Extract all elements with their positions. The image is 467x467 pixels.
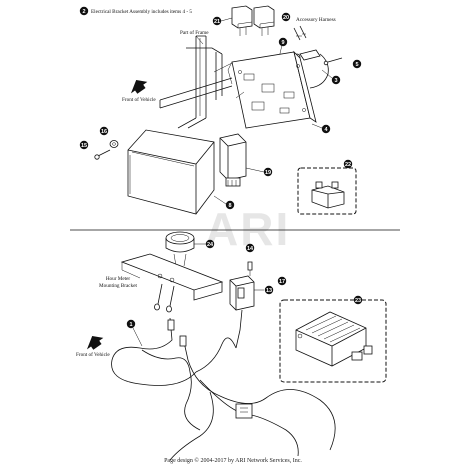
front-of-vehicle-label-top: Front of Vehicle <box>122 96 156 103</box>
callout-20[interactable]: 20 <box>281 12 291 22</box>
svg-text:19: 19 <box>265 170 271 176</box>
callout-16[interactable]: 16 <box>99 126 109 136</box>
svg-text:24: 24 <box>207 242 214 248</box>
inset-23 <box>279 299 387 383</box>
fuse-14 <box>247 261 253 276</box>
svg-text:2: 2 <box>82 9 85 15</box>
washer-16 <box>109 140 119 148</box>
controller-19 <box>219 133 247 187</box>
svg-text:3: 3 <box>334 78 337 84</box>
header-note: 2 Electrical Bracket Assembly includes i… <box>79 6 192 16</box>
svg-text:8: 8 <box>228 203 231 209</box>
front-of-vehicle-arrow-bottom: Front of Vehicle <box>76 335 110 358</box>
relay-pair <box>231 5 275 36</box>
accessory-harness-label: Accessory Harness <box>296 17 336 23</box>
callout-5[interactable]: 5 <box>352 59 362 69</box>
header-note-text: Electrical Bracket Assembly includes ite… <box>91 9 192 15</box>
svg-text:16: 16 <box>101 129 107 135</box>
callout-4[interactable]: 4 <box>311 123 331 134</box>
callout-15[interactable]: 15 <box>79 140 89 150</box>
copyright-footer: Page design © 2004-2017 by ARI Network S… <box>164 457 302 464</box>
inset-22 <box>297 167 357 215</box>
callout-1[interactable]: 1 <box>126 319 143 347</box>
callout-19[interactable]: 19 <box>245 167 273 177</box>
callout-22[interactable]: 22 <box>343 159 353 169</box>
hour-meter-leads <box>154 283 175 313</box>
hour-meter-bracket <box>120 253 224 301</box>
part-of-frame-label: Part of Frame <box>180 29 209 36</box>
callout-23[interactable]: 23 <box>353 295 363 305</box>
electrical-bracket <box>227 50 317 129</box>
callout-8[interactable]: 8 <box>213 195 235 210</box>
callout-24[interactable]: 24 <box>194 239 215 249</box>
front-of-vehicle-arrow-top: Front of Vehicle <box>122 79 156 103</box>
hour-meter-bracket-label-1: Hour Meter <box>106 276 131 282</box>
svg-text:22: 22 <box>345 162 351 168</box>
hour-meter-bracket-label-2: Mounting Bracket <box>99 283 137 289</box>
svg-text:14: 14 <box>247 246 254 252</box>
front-of-vehicle-label-bottom: Front of Vehicle <box>76 351 110 358</box>
hour-meter <box>165 231 195 267</box>
svg-text:17: 17 <box>279 279 285 285</box>
svg-text:9: 9 <box>281 40 284 46</box>
control-module-8 <box>127 129 215 215</box>
callout-13[interactable]: 13 <box>254 285 274 295</box>
svg-text:20: 20 <box>283 15 289 21</box>
svg-text:13: 13 <box>266 288 272 294</box>
callout-14[interactable]: 14 <box>245 243 255 253</box>
svg-text:1: 1 <box>129 322 132 328</box>
callout-2[interactable] <box>79 6 89 16</box>
callout-17[interactable]: 17 <box>277 276 287 286</box>
terminal-clips <box>293 25 307 41</box>
svg-text:4: 4 <box>324 127 328 133</box>
svg-text:15: 15 <box>81 143 87 149</box>
callout-21[interactable]: 21 <box>212 16 233 26</box>
frame-rails <box>159 35 235 129</box>
screw-5 <box>323 57 343 66</box>
svg-text:5: 5 <box>355 62 358 68</box>
callout-3[interactable]: 3 <box>321 69 341 85</box>
svg-text:21: 21 <box>214 19 220 25</box>
relay-13 <box>229 275 255 349</box>
screw-15 <box>94 149 111 160</box>
svg-text:23: 23 <box>355 298 361 304</box>
main-harness <box>111 317 336 461</box>
